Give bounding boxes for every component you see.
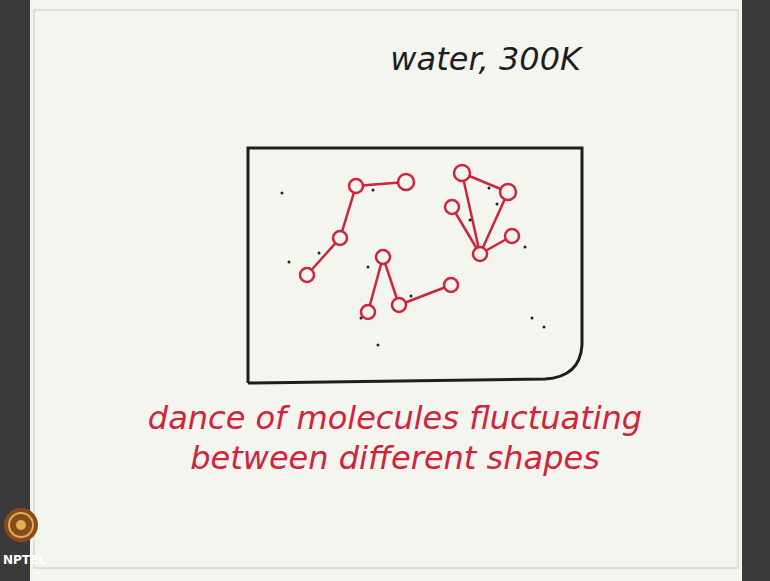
box-border <box>248 148 582 383</box>
page-border <box>34 10 738 568</box>
box-outline <box>245 145 585 385</box>
molecule-chains <box>300 165 519 319</box>
box-heading: water, 300K <box>390 40 581 78</box>
nptel-logo <box>4 508 38 542</box>
logo-label: NPTEL <box>3 553 46 567</box>
water-box: water, 300K <box>245 40 585 385</box>
water-dots <box>281 187 546 347</box>
caption-text: dance of molecules fluctuating between d… <box>135 398 655 478</box>
slide-page <box>30 0 742 581</box>
